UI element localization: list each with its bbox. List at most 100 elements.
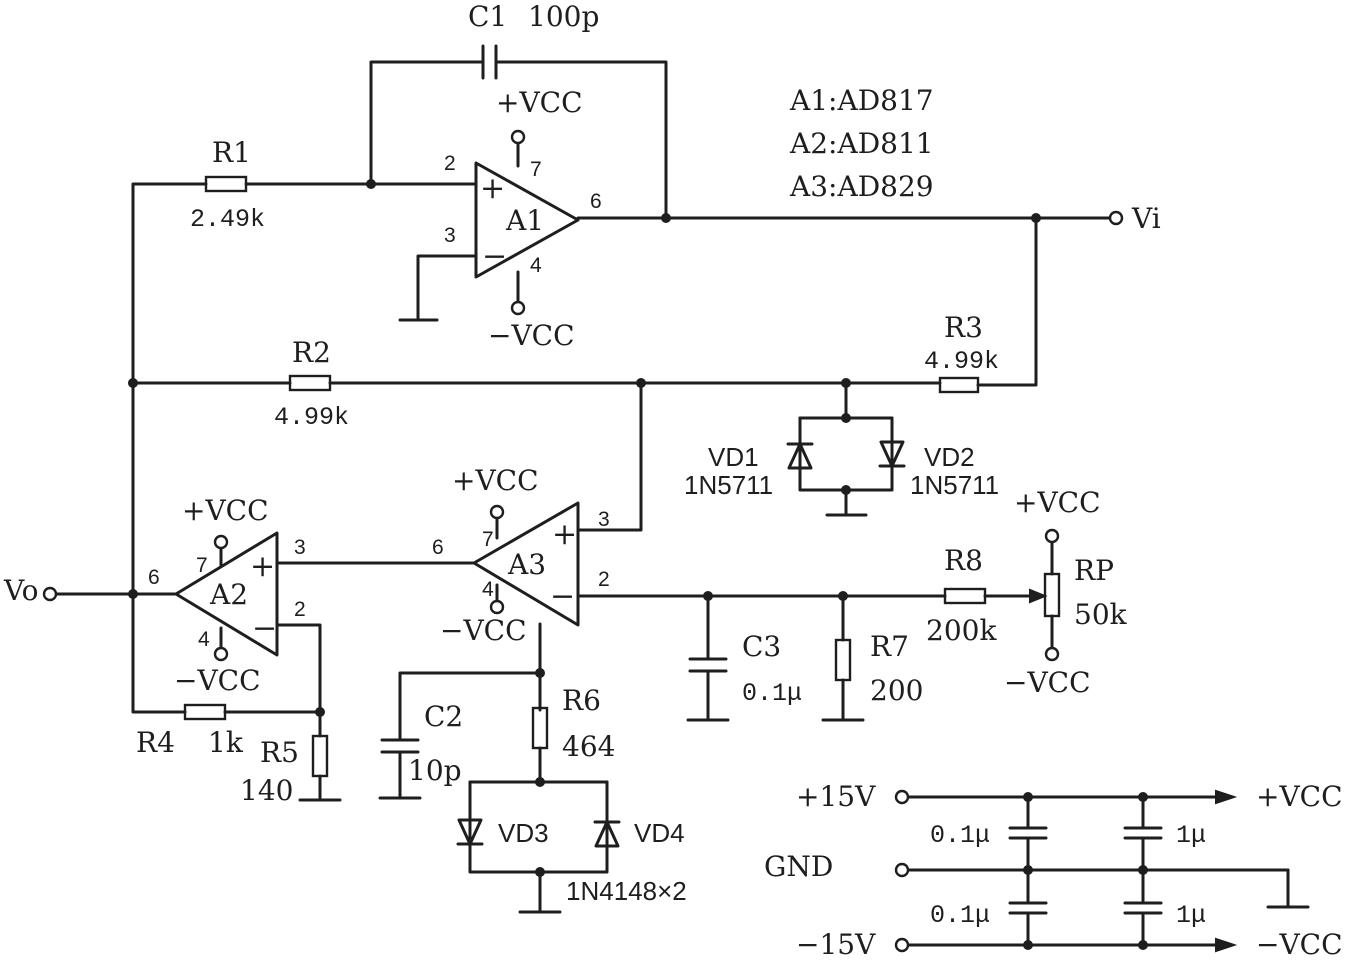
a3-pin-7: 7: [482, 528, 494, 551]
rp-label: RP: [1074, 554, 1114, 587]
arrows: [1029, 588, 1238, 953]
legend-a3: A3:AD829: [789, 170, 934, 203]
a3-minus-sign: −: [550, 579, 575, 614]
a2-pin-6: 6: [148, 566, 160, 589]
out-vcc-neg-label: −VCC: [1256, 928, 1343, 961]
r6-label: R6: [562, 684, 601, 717]
r1-value: 2.49k: [190, 205, 265, 234]
plus15-terminal: [894, 789, 910, 805]
c1-value: 100p: [528, 0, 599, 33]
r3-value: 4.99k: [924, 347, 999, 376]
legend-a1: A1:AD817: [789, 84, 934, 117]
a2-vcc-neg-label: −VCC: [174, 664, 261, 697]
a3-plus-sign: +: [552, 517, 577, 552]
a3-pin-6: 6: [432, 536, 444, 559]
a1-minus-sign: −: [482, 239, 507, 274]
rp-vcc-pos-terminal: [1044, 528, 1060, 544]
op-amp-a3: [472, 501, 580, 627]
resistors: [183, 175, 1061, 778]
op-amp-a1: [474, 161, 580, 279]
terminals: [42, 129, 1124, 953]
a3-vcc-pos-terminal: [489, 504, 505, 520]
c3-value: 0.1μ: [742, 679, 802, 708]
r8-value: 200k: [926, 614, 997, 647]
gnd-label: GND: [764, 850, 833, 883]
junctions: [128, 179, 1148, 950]
vo-label: Vo: [3, 574, 39, 607]
a1-pin-3: 3: [444, 224, 456, 247]
c2-value: 10p: [408, 754, 462, 787]
a3-vcc-neg-label: −VCC: [440, 614, 527, 647]
r8-body: [943, 587, 987, 605]
a2-pin-7: 7: [196, 554, 208, 577]
dec-c1-value: 0.1μ: [930, 821, 990, 850]
r3-label: R3: [944, 311, 983, 344]
vd1-part: 1N5711: [684, 470, 773, 500]
a1-pin-7: 7: [530, 158, 542, 181]
r4-body: [183, 703, 227, 721]
a2-pin-4: 4: [198, 628, 210, 651]
vi-label: Vi: [1131, 202, 1161, 235]
a2-vcc-pos-terminal: [213, 534, 229, 550]
vd4-label: VD4: [634, 818, 685, 848]
a2-name: A2: [209, 578, 248, 611]
vd2-part: 1N5711: [910, 470, 999, 500]
r6-value: 464: [562, 730, 615, 763]
vd34-part: 1N4148×2: [566, 876, 687, 906]
plus15-label: +15V: [796, 780, 876, 813]
a1-plus-sign: +: [480, 171, 505, 206]
minus15-label: −15V: [796, 928, 876, 961]
c2-label: C2: [424, 700, 463, 733]
vd2-label: VD2: [924, 442, 975, 472]
r5-label: R5: [260, 736, 299, 769]
a3-pin-4: 4: [482, 578, 494, 601]
dec-c2-value: 1μ: [1176, 821, 1206, 850]
a2-plus-sign: +: [250, 549, 275, 584]
a3-vcc-pos-label: +VCC: [452, 464, 539, 497]
rp-value: 50k: [1074, 598, 1128, 631]
rp-vcc-neg-terminal: [1044, 646, 1060, 662]
minus15-terminal: [894, 937, 910, 953]
a3-vcc-neg-terminal: [489, 599, 505, 615]
a2-minus-sign: −: [252, 611, 277, 646]
vcc-neg-arrow: [1215, 937, 1238, 953]
gnd-terminal: [894, 862, 910, 878]
r1-label: R1: [212, 136, 251, 169]
a3-pin-2: 2: [598, 568, 610, 591]
vd1-label: VD1: [708, 442, 759, 472]
a3-name: A3: [507, 548, 546, 581]
r2-label: R2: [292, 336, 331, 369]
r8-label: R8: [944, 544, 983, 577]
r1-body: [204, 175, 248, 193]
a1-vcc-pos-label: +VCC: [496, 86, 583, 119]
c3-label: C3: [742, 630, 781, 663]
vd4-symbol: [594, 820, 620, 848]
capacitors: [380, 44, 1163, 915]
rp-body: [1043, 572, 1061, 618]
r6-body: [531, 706, 549, 750]
r7-value: 200: [870, 674, 923, 707]
a1-pin-4: 4: [530, 254, 542, 277]
labels: C1 100p R1 2.49k A1:AD817 A2:AD811 A3:AD…: [3, 0, 1343, 961]
r5-value: 140: [240, 774, 293, 807]
dec-c3-value: 0.1μ: [930, 901, 990, 930]
vcc-pos-arrow: [1215, 789, 1238, 805]
r5-body: [311, 734, 329, 778]
r7-body: [834, 638, 852, 682]
vo-terminal: [42, 586, 58, 602]
r2-body: [288, 374, 332, 392]
r7-label: R7: [870, 630, 909, 663]
rp-wiper-arrow: [1029, 588, 1048, 604]
out-vcc-pos-label: +VCC: [1256, 780, 1343, 813]
c1-label: C1: [468, 0, 507, 33]
r4-label: R4: [136, 726, 175, 759]
a2-vcc-neg-terminal: [213, 646, 229, 662]
dec-c4-value: 1μ: [1176, 901, 1206, 930]
vd3-label: VD3: [498, 818, 549, 848]
a2-pin-3: 3: [294, 536, 306, 559]
op-amp-a2: [174, 531, 279, 657]
diodes: [456, 440, 906, 848]
a1-vcc-neg-label: −VCC: [488, 319, 575, 352]
a1-vcc-neg-terminal: [510, 300, 526, 316]
